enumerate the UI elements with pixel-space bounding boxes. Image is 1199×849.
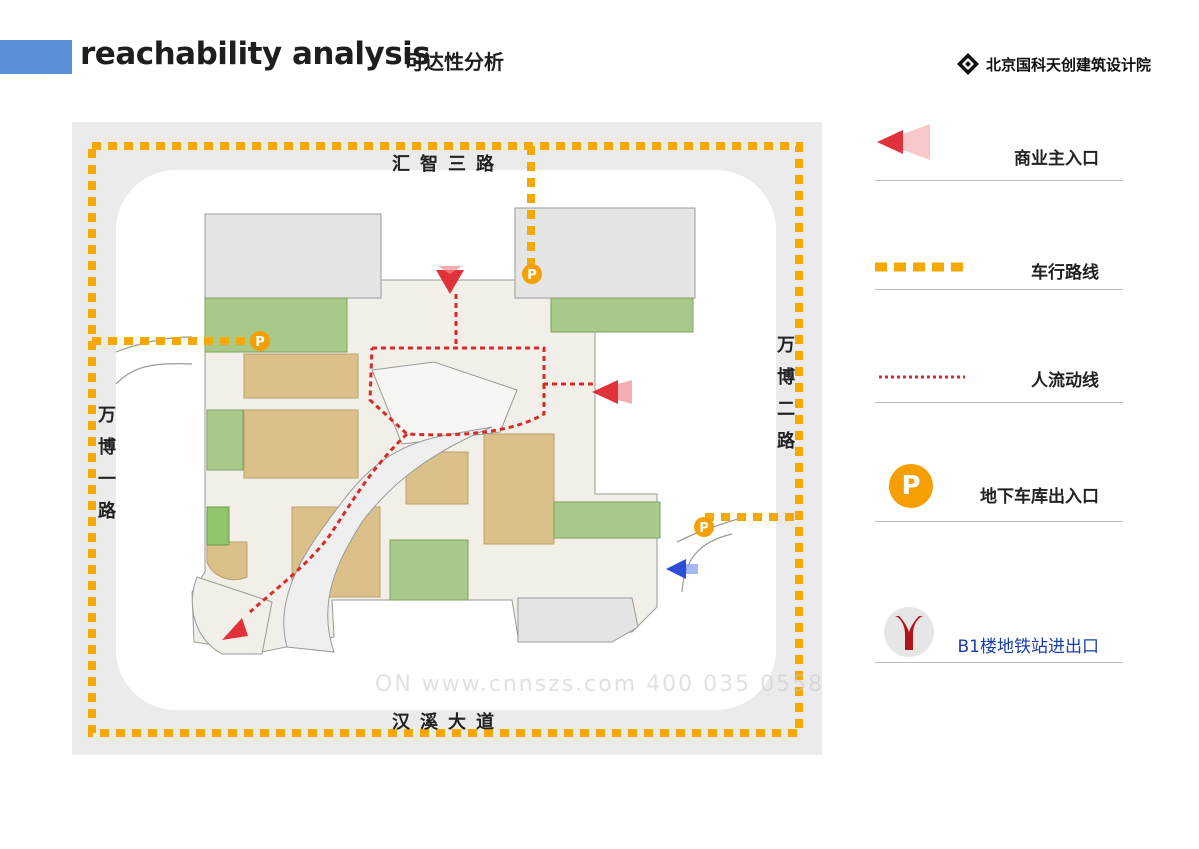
road-label-south: 汉溪大道 [392,712,504,733]
legend-item-vehicle-route: 车行路线 [875,180,1123,290]
site-plan: P P P [72,122,822,755]
legend-item-commercial-entrance: 商业主入口 [875,110,1123,181]
svg-text:P: P [901,471,920,501]
pedestrian-flow-dot-icon [879,375,965,379]
parking-marker-north: P [522,264,542,284]
road-label-east: 万博二路 [777,335,795,452]
road-label-north: 汇智三路 [392,154,504,175]
parking-marker-west: P [250,331,270,351]
legend-label: 人流动线 [1031,371,1099,391]
svg-text:P: P [699,521,709,536]
brand-diamond-icon [957,53,979,75]
legend-item-pedestrian-flow: 人流动线 [875,289,1123,403]
watermark: ON www.cnnszs.com 400 035 0558 [375,672,825,697]
legend-label: 车行路线 [1031,263,1099,283]
parking-marker-east: P [694,517,714,537]
commercial-entrance-arrow-icon [877,124,930,160]
commercial-entrance-arrow-southwest [222,618,248,640]
brand-logo: 北京国科天创建筑设计院 [956,52,1151,76]
header-accent-bar [0,40,72,74]
parking-p-icon: P [889,464,933,508]
vehicle-route-dash-icon [875,262,967,272]
metro-logo-icon [884,607,934,657]
pedestrian-flow-route [248,294,594,614]
legend-item-parking: P 地下车库出入口 [875,402,1123,522]
road-label-west: 万博一路 [98,405,116,522]
legend-label: 商业主入口 [1014,149,1099,169]
vehicle-route-outer-loop [88,142,803,737]
commercial-entrance-arrow-east [592,380,632,404]
commercial-entrance-arrow-north [436,266,464,294]
legend-label: B1楼地铁站进出口 [957,637,1099,657]
legend-item-metro: B1楼地铁站进出口 [875,521,1123,663]
legend-label: 地下车库出入口 [980,487,1099,507]
page-title-en: reachability analysis [80,36,431,72]
page-title-cn: 可达性分析 [404,50,504,74]
svg-text:P: P [527,268,537,283]
brand-name: 北京国科天创建筑设计院 [986,55,1152,74]
metro-entrance-arrow [666,559,698,579]
svg-text:P: P [255,335,265,350]
